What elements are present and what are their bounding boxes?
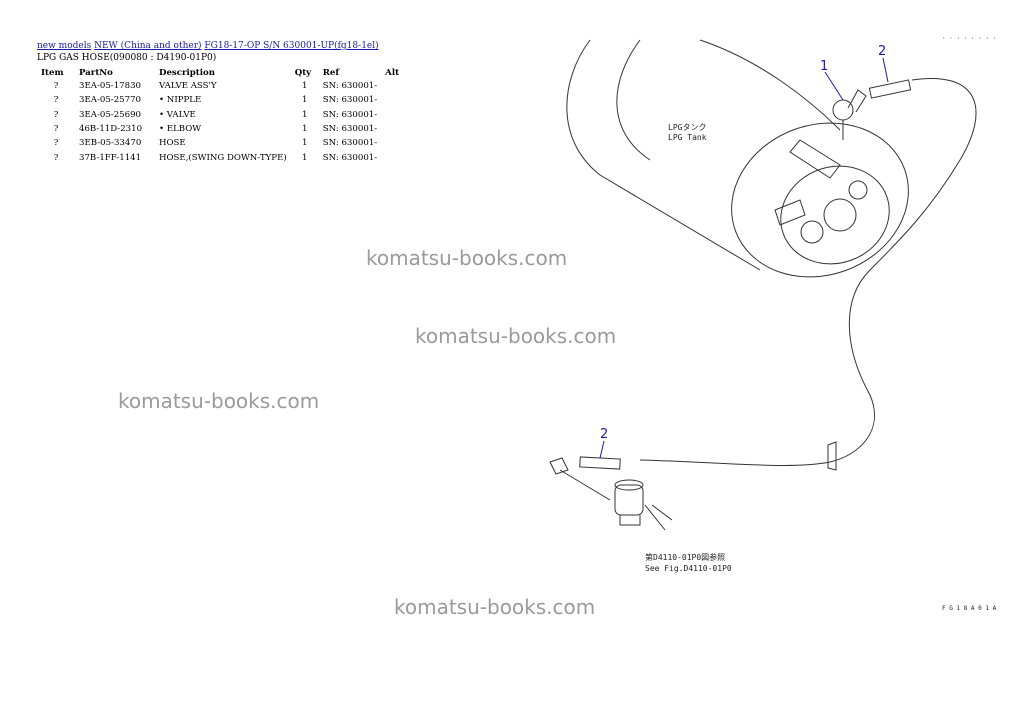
cell-partno: 3EA-05-17830 <box>79 81 142 92</box>
cell-qty: 1 <box>301 95 308 106</box>
cell-ref: SN: 630001- <box>322 152 378 163</box>
page-title: LPG GAS HOSE(090080 : D4190-01P0) <box>37 53 217 63</box>
cell-ref: SN: 630001- <box>322 138 378 149</box>
header-partno: PartNo <box>79 67 113 78</box>
corner-code: · · · · · · · · <box>942 35 996 42</box>
tank-label-jp: LPGタンク <box>668 123 706 132</box>
header-item: Item <box>41 67 64 78</box>
watermark: komatsu-books.com <box>118 389 320 413</box>
page-code: F G 1 8 A 0 1 A <box>942 605 997 612</box>
callout-2-bottom-label: 2 <box>600 427 608 442</box>
callout-2-top-leader <box>882 57 889 83</box>
header-ref: Ref <box>322 67 340 78</box>
table-row: ? 3EA-05-17830 VALVE ASS'Y 1 SN: 630001- <box>37 79 407 93</box>
cell-description: HOSE,(SWING DOWN-TYPE) <box>159 152 287 163</box>
callout-2-bottom-leader <box>599 440 605 459</box>
watermark: komatsu-books.com <box>415 324 617 348</box>
see-fig-en: See Fig.D4110-01P0 <box>645 564 732 573</box>
cell-qty: 1 <box>301 109 308 120</box>
callout-1-leader <box>824 71 844 101</box>
cell-partno: 3EA-05-25770 <box>79 95 142 106</box>
cell-qty: 1 <box>301 124 308 135</box>
cell-ref: SN: 630001- <box>322 124 378 135</box>
cell-item: ? <box>53 81 59 92</box>
header-qty: Qty <box>294 67 312 78</box>
see-fig-jp: 第D4110-01P0図参照 <box>645 552 725 562</box>
table-header-row: Item PartNo Description Qty Ref Alt <box>37 66 407 79</box>
callout-2-top-label: 2 <box>878 44 886 59</box>
header-description: Description <box>159 67 216 78</box>
lpg-tank-drawing <box>549 39 977 531</box>
table-row: ? 37B-1FF-1141 HOSE,(SWING DOWN-TYPE) 1 … <box>37 150 407 164</box>
cell-ref: SN: 630001- <box>322 81 378 92</box>
cell-partno: 37B-1FF-1141 <box>79 152 142 163</box>
breadcrumb-link-model[interactable]: FG18-17-OP S/N 630001-UP(fg18-1el) <box>204 41 379 51</box>
table-row: ? 46B-11D-2310 • ELBOW 1 SN: 630001- <box>37 122 407 136</box>
watermark: komatsu-books.com <box>366 246 568 270</box>
cell-description: • ELBOW <box>159 124 202 135</box>
cell-item: ? <box>53 109 59 120</box>
watermark: komatsu-books.com <box>394 595 596 619</box>
cell-description: VALVE ASS'Y <box>159 81 217 92</box>
cell-item: ? <box>53 152 59 163</box>
cell-description: HOSE <box>159 138 186 149</box>
cell-ref: SN: 630001- <box>322 109 378 120</box>
table-row: ? 3EA-05-25690 • VALVE 1 SN: 630001- <box>37 108 407 122</box>
cell-item: ? <box>53 138 59 149</box>
cell-ref: SN: 630001- <box>322 95 378 106</box>
table-row: ? 3EA-05-25770 • NIPPLE 1 SN: 630001- <box>37 93 407 107</box>
cell-description: • VALVE <box>159 109 196 120</box>
parts-table: Item PartNo Description Qty Ref Alt ? 3E… <box>37 66 407 165</box>
cell-qty: 1 <box>301 152 308 163</box>
cell-description: • NIPPLE <box>159 95 202 106</box>
cell-item: ? <box>53 124 59 135</box>
table-row: ? 3EB-05-33470 HOSE 1 SN: 630001- <box>37 136 407 150</box>
breadcrumb-link-china[interactable]: NEW (China and other) <box>94 41 202 51</box>
tank-label-en: LPG Tank <box>668 133 707 142</box>
cell-partno: 46B-11D-2310 <box>79 124 143 135</box>
cell-partno: 3EB-05-33470 <box>79 138 142 149</box>
cell-qty: 1 <box>301 138 308 149</box>
breadcrumb-link-new-models[interactable]: new models <box>37 41 92 51</box>
callout-1-label: 1 <box>820 59 828 74</box>
cell-qty: 1 <box>301 81 308 92</box>
cell-item: ? <box>53 95 59 106</box>
breadcrumb: new models NEW (China and other) FG18-17… <box>37 40 379 52</box>
header-alt: Alt <box>385 67 400 78</box>
cell-partno: 3EA-05-25690 <box>79 109 142 120</box>
